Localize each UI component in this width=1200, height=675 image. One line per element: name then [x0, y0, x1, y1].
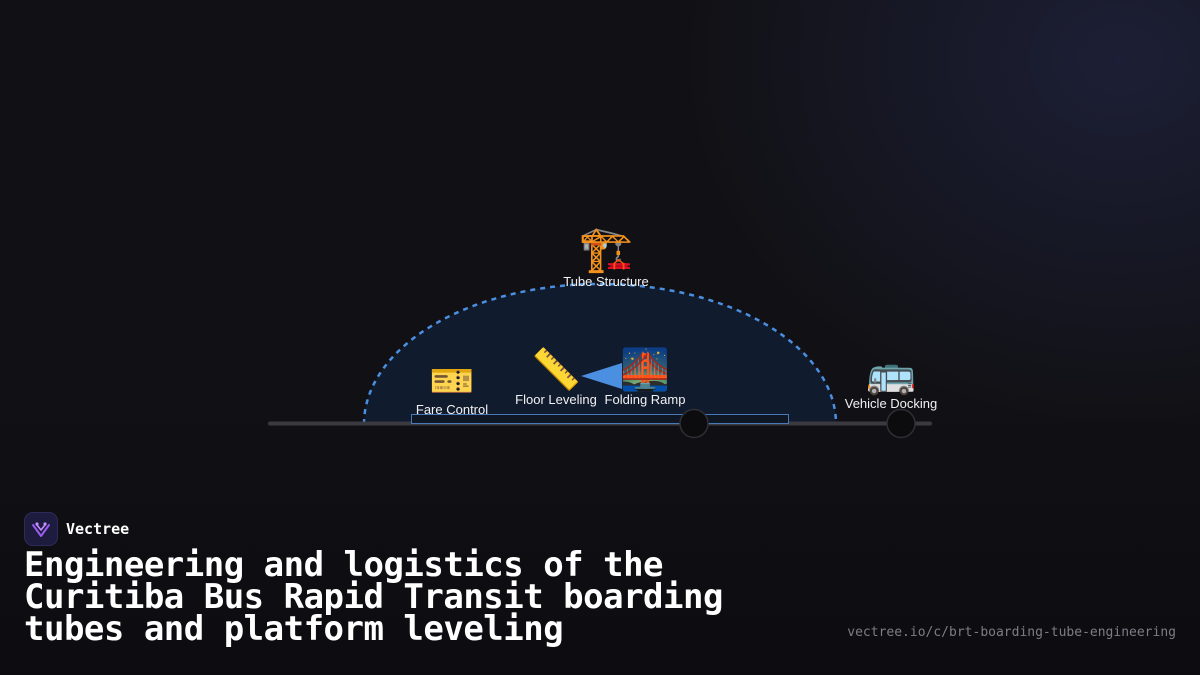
node-vehicle-docking: 🚌 Vehicle Docking [845, 354, 938, 411]
ruler-icon: 📏 [531, 347, 581, 393]
node-label: Tube Structure [563, 274, 649, 289]
node-fare-control: 🎫 Fare Control [415, 361, 489, 418]
ticket-icon: 🎫 [429, 361, 475, 402]
wheel-rear [886, 408, 916, 439]
brand[interactable]: Vectree [24, 512, 129, 546]
bus-icon: 🚌 [866, 351, 916, 397]
brand-name: Vectree [66, 520, 130, 538]
page-title: Engineering and logistics of the Curitib… [24, 545, 723, 649]
node-tube-structure: 🏗️ Tube Structure [563, 224, 649, 290]
ramp-arrow [581, 363, 622, 389]
node-label: Fare Control [415, 402, 489, 417]
crane-icon: 🏗️ [578, 224, 634, 275]
node-folding-ramp: 🌉 Folding Ramp [605, 350, 686, 407]
node-floor-leveling: 📏 Floor Leveling [515, 350, 597, 407]
node-label: Floor Leveling [515, 392, 597, 407]
node-label: Vehicle Docking [844, 396, 938, 411]
vectree-logo-icon [24, 512, 58, 546]
boarding-tube-dome [362, 282, 838, 426]
tube-floor [411, 414, 789, 424]
wheel-front [679, 408, 709, 439]
bridge-icon: 🌉 [620, 347, 670, 393]
vectree-logo-mark [32, 522, 50, 537]
node-label: Folding Ramp [604, 392, 686, 407]
source-url[interactable]: vectree.io/c/brt-boarding-tube-engineeri… [847, 625, 1176, 640]
